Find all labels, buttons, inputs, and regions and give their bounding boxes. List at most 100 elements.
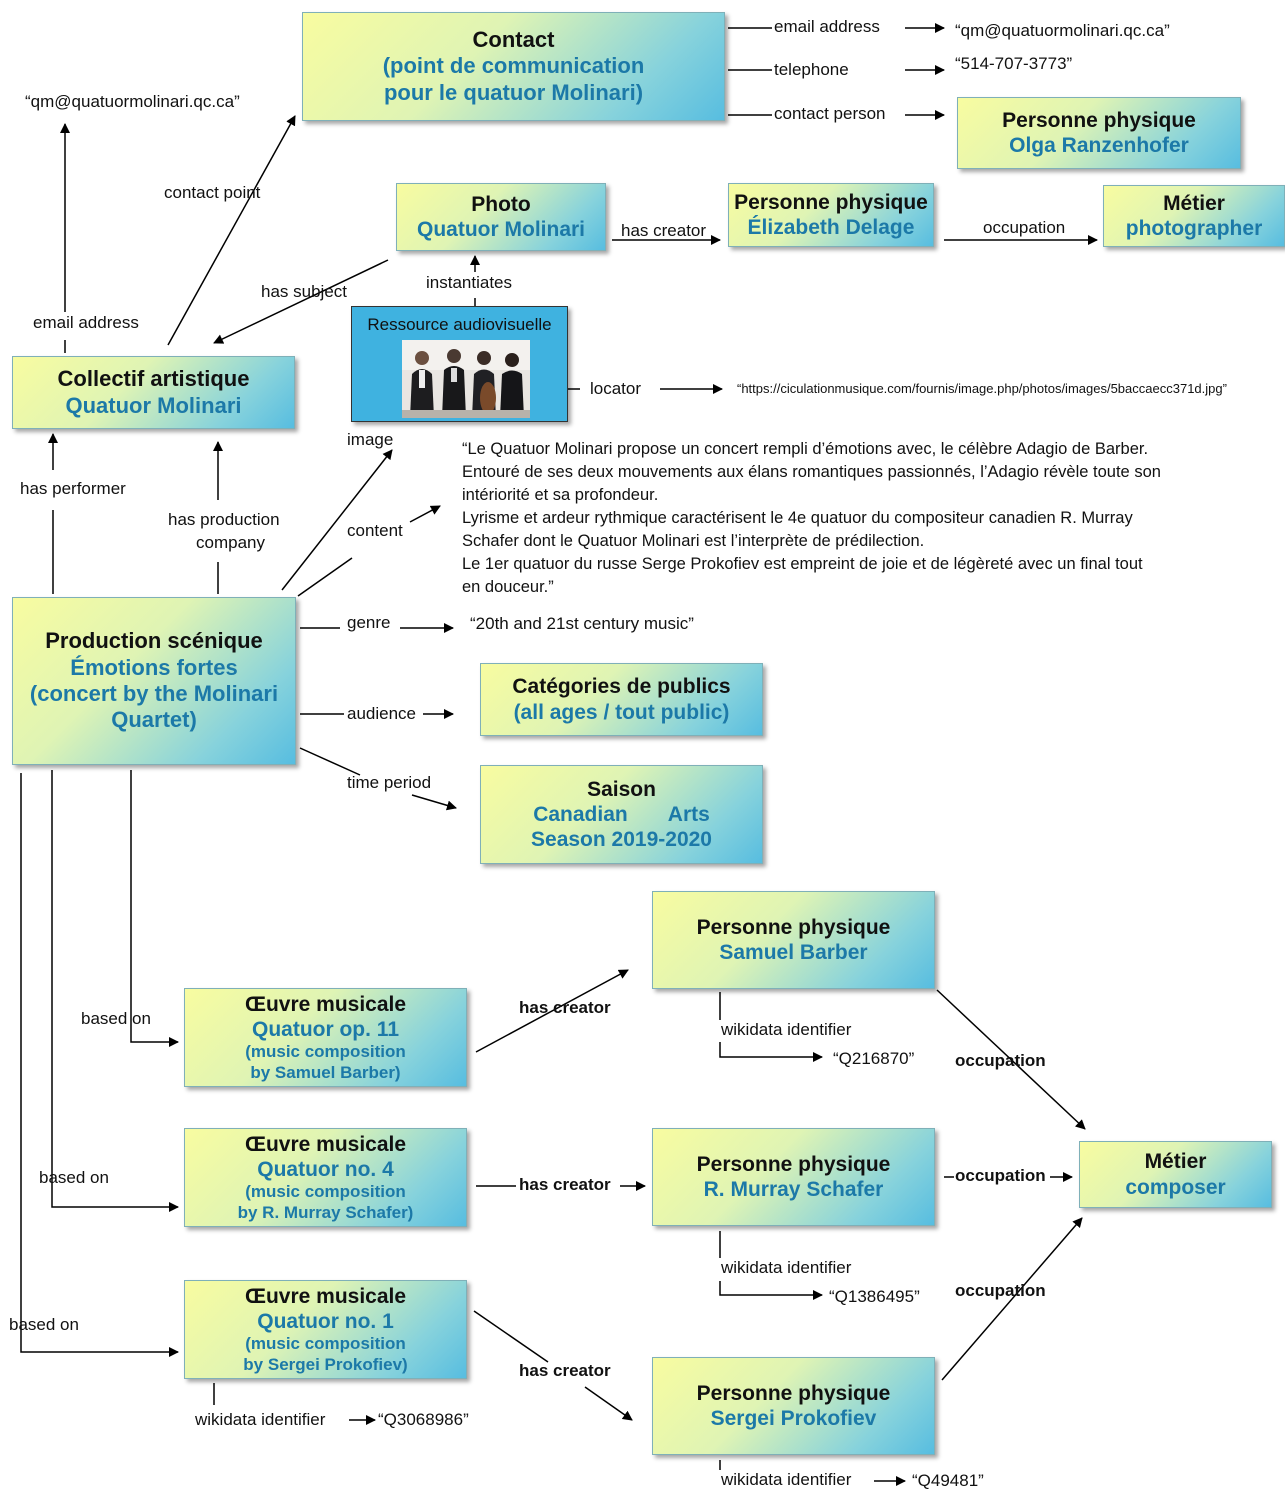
edge-label-wikidata-oeuvre3: wikidata identifier bbox=[195, 1410, 326, 1429]
node-name: Samuel Barber bbox=[719, 941, 868, 964]
node-name: photographer bbox=[1125, 217, 1263, 240]
literal-wikidata-oeuvre3: “Q3068986” bbox=[378, 1410, 469, 1429]
node-name: Quatuor no. 1 bbox=[257, 1310, 394, 1334]
oeuvre-schafer-node[interactable]: Œuvre musicale Quatuor no. 4 (music comp… bbox=[184, 1128, 467, 1227]
collectif-node[interactable]: Collectif artistique Quatuor Molinari bbox=[12, 356, 295, 429]
quartet-photo bbox=[402, 340, 530, 418]
node-name: Élizabeth Delage bbox=[747, 216, 915, 239]
edge-label-content: content bbox=[347, 521, 403, 540]
person-schafer-node[interactable]: Personne physique R. Murray Schafer bbox=[652, 1128, 935, 1226]
node-name: Sergei Prokofiev bbox=[710, 1407, 877, 1430]
node-type: Personne physique bbox=[1002, 108, 1196, 132]
node-subtitle: by Sergei Prokofiev) bbox=[243, 1354, 408, 1374]
edge-label-wikidata-barber: wikidata identifier bbox=[721, 1020, 852, 1039]
literal-contact-email: “qm@quatuormolinari.qc.ca” bbox=[955, 21, 1170, 40]
node-subtitle: (concert by the Molinari bbox=[29, 681, 279, 706]
edge-label-email-address-collectif: email address bbox=[33, 313, 139, 332]
edge-label-contact-point: contact point bbox=[164, 183, 261, 202]
node-type: Personne physique bbox=[734, 190, 928, 214]
person-olga-node[interactable]: Personne physique Olga Ranzenhofer bbox=[957, 97, 1241, 169]
literal-wikidata-schafer: “Q1386495” bbox=[829, 1287, 920, 1306]
edge-label-has-creator-prokofiev: has creator bbox=[519, 1361, 611, 1380]
node-name: (all ages / tout public) bbox=[513, 700, 730, 724]
edge-label-time-period: time period bbox=[347, 773, 432, 792]
node-subtitle: by R. Murray Schafer) bbox=[237, 1202, 414, 1222]
node-name: Olga Ranzenhofer bbox=[1009, 134, 1189, 157]
edge-label-telephone: telephone bbox=[774, 60, 849, 79]
edge-label-genre: genre bbox=[347, 613, 391, 632]
node-subtitle: Canadian Arts bbox=[533, 802, 710, 826]
node-subtitle: Season 2019-2020 bbox=[531, 828, 712, 852]
contact-node[interactable]: Contact (point de communication pour le … bbox=[302, 12, 725, 121]
node-name: Quatuor Molinari bbox=[417, 218, 585, 241]
content-line: Entouré de ses deux mouvements aux élans… bbox=[462, 463, 1161, 481]
node-subtitle: (music composition bbox=[245, 1334, 406, 1354]
edge-label-wikidata-schafer: wikidata identifier bbox=[721, 1258, 852, 1277]
node-type: Catégories de publics bbox=[512, 675, 731, 699]
person-prokofiev-node[interactable]: Personne physique Sergei Prokofiev bbox=[652, 1357, 935, 1455]
content-line: Schafer dont le Quatuor Molinari est l’i… bbox=[462, 532, 925, 550]
edge-label-has-production-company: has production bbox=[168, 510, 280, 529]
node-type: Œuvre musicale bbox=[244, 992, 407, 1016]
node-subtitle: Quartet) bbox=[111, 707, 197, 733]
edge-label-occupation-photo: occupation bbox=[983, 218, 1066, 237]
production-node[interactable]: Production scénique Émotions fortes (con… bbox=[12, 597, 296, 765]
saison-node[interactable]: Saison Canadian Arts Season 2019-2020 bbox=[480, 765, 763, 864]
edge-label-based-on-1: based on bbox=[81, 1009, 151, 1028]
edge-label-occupation-schafer: occupation bbox=[955, 1166, 1046, 1185]
literal-wikidata-prokofiev: “Q49481” bbox=[912, 1471, 984, 1490]
edge-label-has-creator-barber: has creator bbox=[519, 998, 611, 1017]
content-line: en douceur.” bbox=[462, 578, 554, 596]
oeuvre-prokofiev-node[interactable]: Œuvre musicale Quatuor no. 1 (music comp… bbox=[184, 1280, 467, 1379]
node-name: R. Murray Schafer bbox=[703, 1178, 884, 1201]
node-name: composer bbox=[1125, 1175, 1226, 1199]
edge-label-occupation-barber: occupation bbox=[955, 1051, 1046, 1070]
edge-label-occupation-prokofiev: occupation bbox=[955, 1281, 1046, 1300]
metier-photographer-node[interactable]: Métier photographer bbox=[1103, 185, 1285, 247]
node-subtitle: by Samuel Barber) bbox=[250, 1062, 401, 1082]
literal-telephone: “514-707-3773” bbox=[955, 54, 1073, 73]
node-type: Ressource audiovisuelle bbox=[367, 315, 552, 334]
literal-wikidata-barber: “Q216870” bbox=[833, 1049, 915, 1068]
node-subtitle: pour le quatuor Molinari) bbox=[383, 79, 644, 105]
node-type: Production scénique bbox=[45, 628, 263, 654]
content-line: “Le Quatuor Molinari propose un concert … bbox=[462, 440, 1149, 458]
node-type: Saison bbox=[587, 777, 656, 801]
node-type: Personne physique bbox=[696, 1381, 891, 1405]
person-delage-node[interactable]: Personne physique Élizabeth Delage bbox=[728, 183, 934, 247]
edge-label-based-on-3: based on bbox=[9, 1315, 79, 1334]
node-subtitle: (music composition bbox=[245, 1042, 406, 1062]
node-type: Œuvre musicale bbox=[244, 1284, 407, 1308]
edge-label-image: image bbox=[347, 430, 394, 449]
node-type: Métier bbox=[1163, 191, 1225, 215]
node-type: Photo bbox=[471, 192, 531, 216]
node-type: Personne physique bbox=[696, 1152, 891, 1176]
person-barber-node[interactable]: Personne physique Samuel Barber bbox=[652, 891, 935, 989]
publics-node[interactable]: Catégories de publics (all ages / tout p… bbox=[480, 663, 763, 736]
photo-node[interactable]: Photo Quatuor Molinari bbox=[396, 183, 606, 251]
node-subtitle: Émotions fortes bbox=[70, 654, 238, 680]
content-line: Lyrisme et ardeur rythmique caractérisen… bbox=[462, 509, 1133, 527]
content-line: intériorité et sa profondeur. bbox=[462, 486, 659, 504]
node-type: Contact bbox=[472, 26, 555, 52]
node-type: Collectif artistique bbox=[57, 366, 250, 392]
literal-locator-url[interactable]: “https://ciculationmusique.com/fournis/i… bbox=[737, 381, 1227, 396]
edge-label-locator: locator bbox=[590, 379, 642, 398]
edge-label-email-address: email address bbox=[774, 17, 880, 36]
edge-label-has-performer: has performer bbox=[20, 479, 126, 498]
node-subtitle: (music composition bbox=[245, 1182, 406, 1202]
content-literal: “Le Quatuor Molinari propose un concert … bbox=[462, 438, 1161, 599]
edge-label-instantiates: instantiates bbox=[426, 273, 512, 292]
edge-label-wikidata-prokofiev: wikidata identifier bbox=[721, 1470, 852, 1489]
node-subtitle: (point de communication bbox=[382, 53, 645, 79]
edge-label-has-creator-photo: has creator bbox=[621, 221, 707, 240]
edge-label-has-production-company-2: company bbox=[196, 533, 265, 552]
audiovisual-resource-node[interactable]: Ressource audiovisuelle bbox=[351, 306, 568, 422]
metier-composer-node[interactable]: Métier composer bbox=[1079, 1141, 1272, 1208]
edge-label-contact-person: contact person bbox=[774, 104, 886, 123]
edge-label-has-creator-schafer: has creator bbox=[519, 1175, 611, 1194]
node-name: Quatuor Molinari bbox=[65, 392, 242, 418]
literal-genre: “20th and 21st century music” bbox=[470, 614, 694, 633]
oeuvre-barber-node[interactable]: Œuvre musicale Quatuor op. 11 (music com… bbox=[184, 988, 467, 1087]
